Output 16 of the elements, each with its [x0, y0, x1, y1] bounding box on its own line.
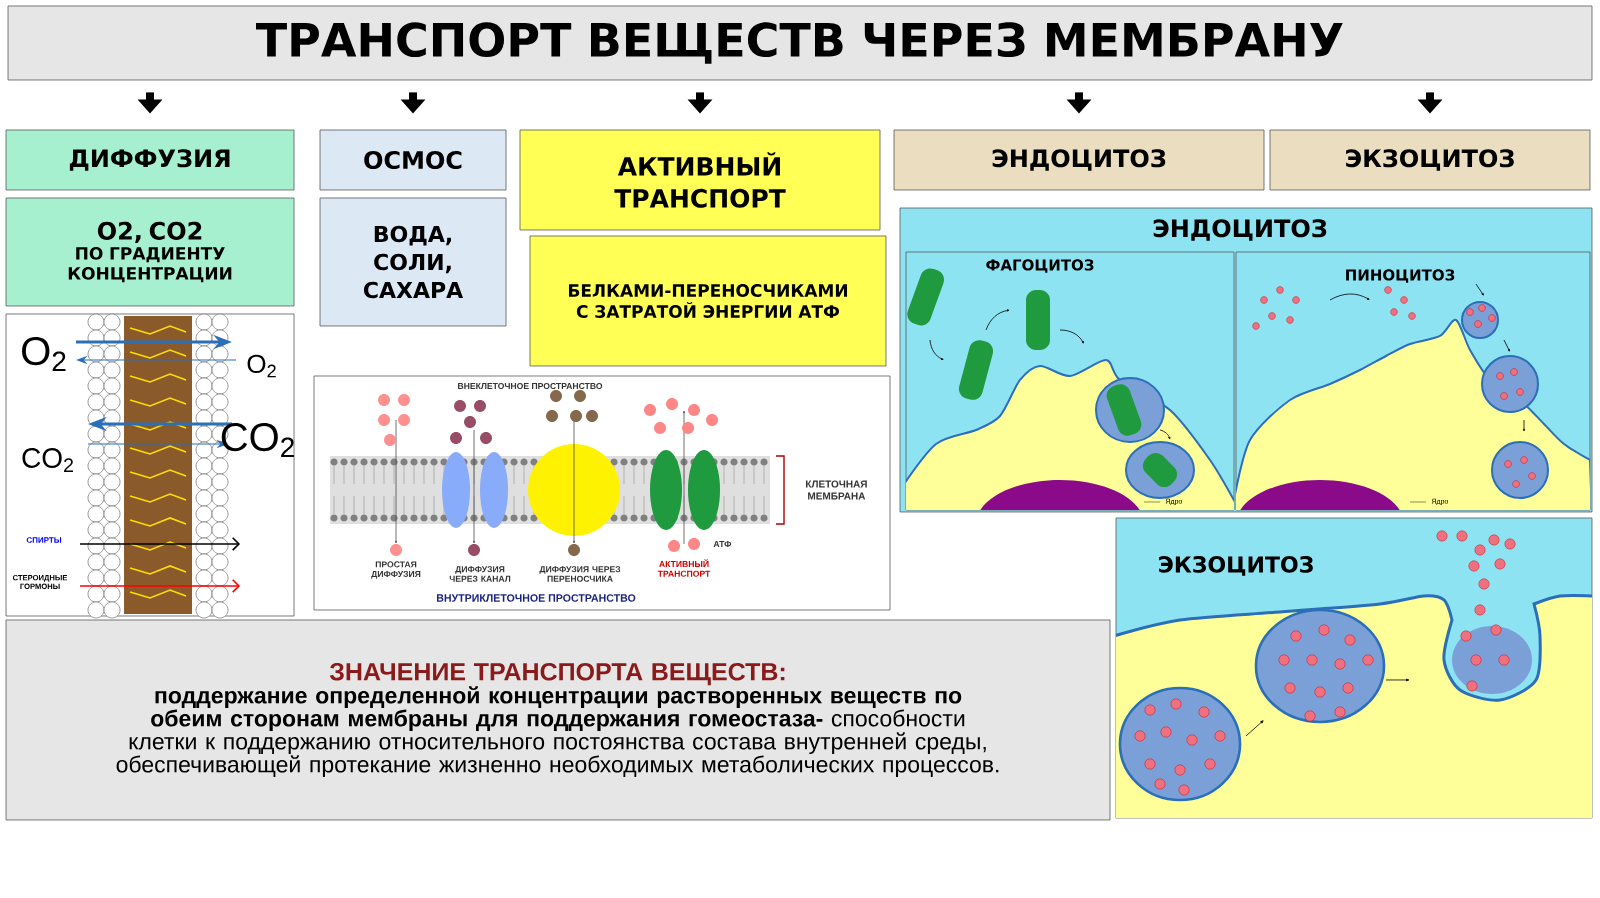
category-box: ЭКЗОЦИТОЗ: [1269, 129, 1591, 191]
title-band: ТРАНСПОРТ ВЕЩЕСТВ ЧЕРЕЗ МЕМБРАНУ: [7, 5, 1593, 81]
category-box: ОСМОС: [319, 129, 507, 191]
formula-label: CO$_{2}$: [22, 448, 73, 472]
panel-heading: ЭКЗОЦИТОЗ: [1159, 556, 1313, 576]
category-box: ЭНДОЦИТОЗ: [893, 129, 1265, 191]
formula-label: O$_{2}$: [22, 336, 66, 372]
description-box: БЕЛКАМИ-ПЕРЕНОСЧИКАМИ С ЗАТРАТОЙ ЭНЕРГИИ АТФ: [529, 235, 887, 367]
formula-label: CO$_{2}$: [221, 422, 294, 458]
formula-label: O$_{2}$: [247, 354, 276, 378]
description-box: ВОДА, СОЛИ, САХАРА: [319, 197, 507, 327]
category-box: АКТИВНЫЙ ТРАНСПОРТ: [519, 129, 881, 231]
note-box: ЗНАЧЕНИЕ ТРАНСПОРТА ВЕЩЕСТВ: поддержание определенной концентрации растворенных веществ по обеим сторонам мембраны для поддержания гомеостаза- способности клетки к поддержанию относительного постоянства состава внутренней среды, обеспечивающей протекание жизненно необходимых метаболических процессов.: [5, 619, 1111, 821]
panel-heading: ЭНДОЦИТОЗ: [1153, 219, 1327, 241]
description-box: O2, CO2 ПО ГРАДИЕНТУ КОНЦЕНТРАЦИИ: [5, 197, 295, 307]
category-box: ДИФФУЗИЯ: [5, 129, 295, 191]
